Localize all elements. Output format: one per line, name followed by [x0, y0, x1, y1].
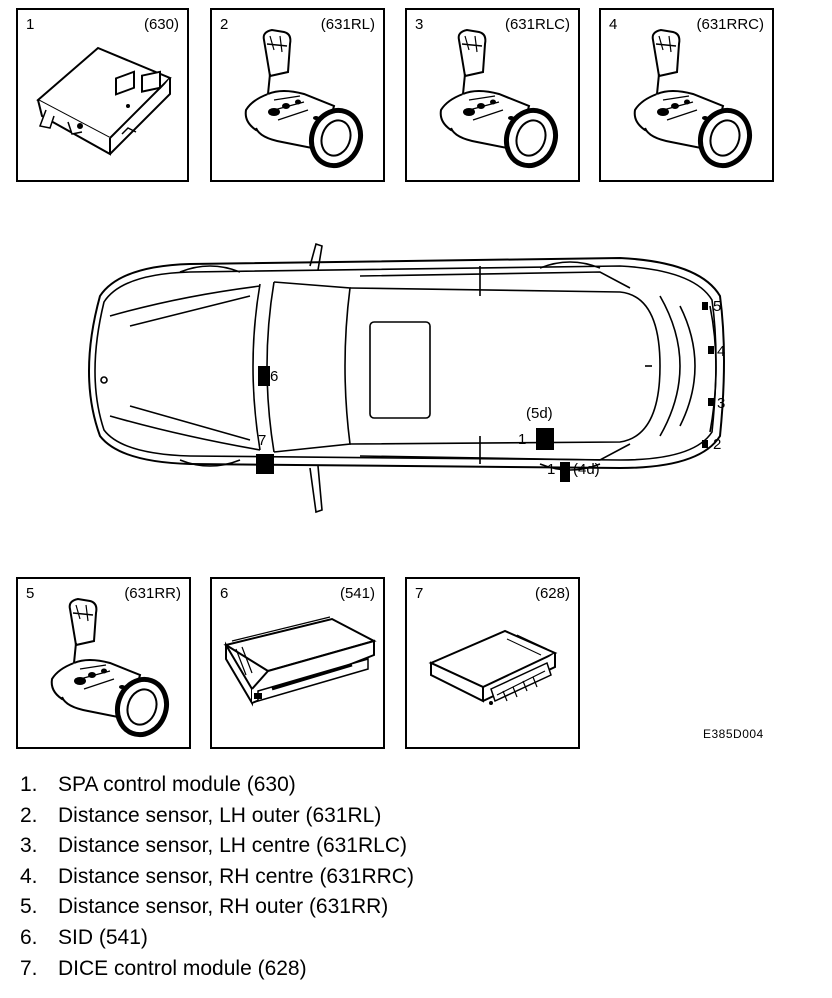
part-code: (631RR) [124, 585, 181, 602]
marker-2: 2 [713, 436, 722, 453]
marker-6: 6 [270, 368, 279, 385]
part-code: (631RL) [320, 16, 375, 33]
part-box-2: 2 (631RL) [210, 8, 385, 182]
car-top-view [88, 242, 725, 514]
legend-item: 6.SID (541) [20, 925, 148, 949]
marker-1-a: 1 [518, 431, 527, 448]
part-code: (628) [534, 585, 570, 602]
part-box-4: 4 (631RRC) [599, 8, 774, 182]
part-number: 2 [220, 16, 229, 33]
part-number: 5 [26, 585, 35, 602]
part-number: 4 [609, 16, 618, 33]
legend-item: 7.DICE control module (628) [20, 956, 307, 980]
legend-item: 4.Distance sensor, RH centre (631RRC) [20, 864, 414, 888]
distance-sensor-icon [212, 10, 383, 180]
control-module-icon [428, 629, 558, 705]
legend-item: 1.SPA control module (630) [20, 773, 296, 796]
marker-4: 4 [717, 343, 726, 360]
part-number: 7 [415, 585, 424, 602]
part-code: (541) [339, 585, 375, 602]
marker-7: 7 [258, 432, 267, 449]
legend-item: 3.Distance sensor, LH centre (631RLC) [20, 834, 407, 858]
spa-module-location-4d-icon [560, 462, 570, 482]
sid-location-icon [258, 366, 270, 386]
legend-item: 2.Distance sensor, LH outer (631RL) [20, 803, 382, 827]
part-box-5: 5 (631RR) [16, 577, 191, 749]
figure-reference: E385D004 [703, 727, 764, 741]
marker-3: 3 [717, 395, 726, 412]
part-box-1: 1 (630) [16, 8, 189, 182]
part-number: 6 [220, 585, 229, 602]
part-code: (631RLC) [504, 16, 570, 33]
marker-5d: (5d) [526, 405, 553, 422]
part-code: (631RRC) [696, 16, 764, 33]
part-box-6: 6 (541) [210, 577, 385, 749]
distance-sensor-icon [18, 579, 189, 747]
legend: 1.SPA control module (630) 2.Distance se… [20, 770, 414, 984]
spa-module-location-5d-icon [536, 428, 554, 450]
legend-item: 5.Distance sensor, RH outer (631RR) [20, 895, 389, 919]
part-code: (630) [143, 16, 179, 33]
dice-module-location-icon [256, 454, 274, 474]
part-box-7: 7 (628) [405, 577, 580, 749]
control-module-icon [36, 46, 172, 156]
marker-5: 5 [713, 298, 722, 315]
marker-1-b: 1 [547, 461, 556, 478]
distance-sensor-icon [601, 10, 772, 180]
part-number: 3 [415, 16, 424, 33]
display-unit-icon [223, 616, 377, 707]
marker-4d: (4d) [573, 461, 600, 478]
part-box-3: 3 (631RLC) [405, 8, 580, 182]
part-number: 1 [26, 16, 35, 33]
distance-sensor-icon [407, 10, 578, 180]
